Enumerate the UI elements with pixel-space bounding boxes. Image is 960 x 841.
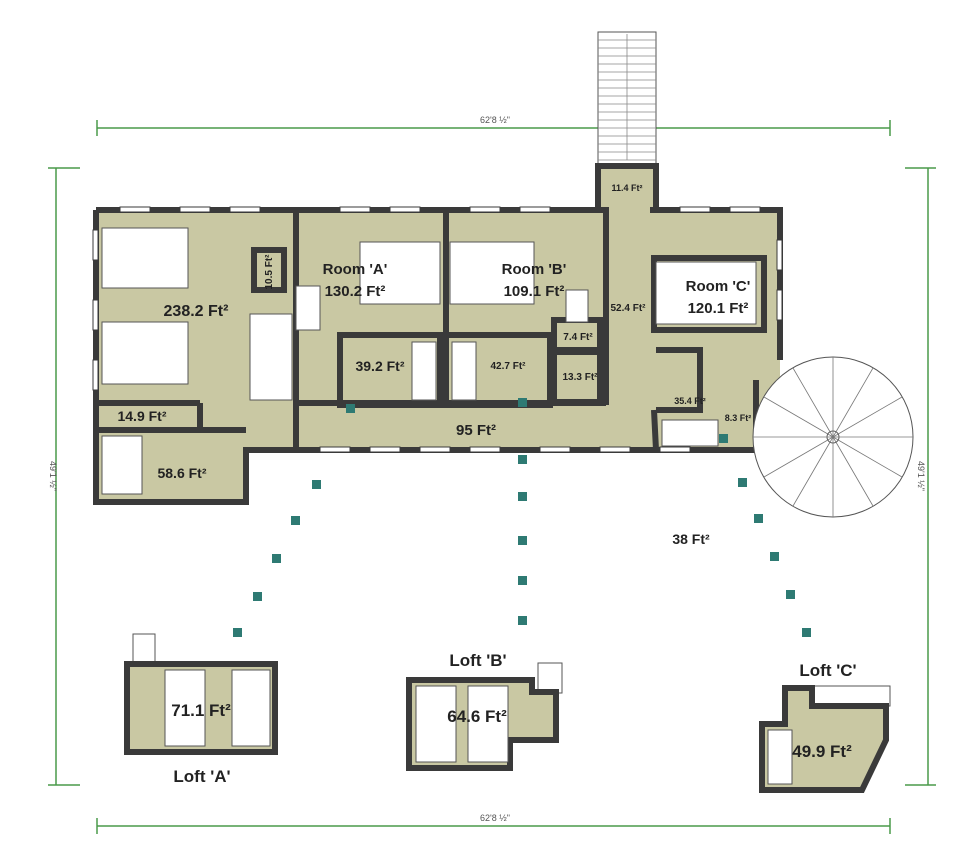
connector-dots bbox=[233, 398, 811, 637]
room-a-area: 130.2 Ft² bbox=[325, 283, 386, 300]
bed-icon bbox=[101, 227, 189, 289]
bed-icon bbox=[101, 321, 189, 385]
room-label-stair-landing: 11.4 Ft² bbox=[611, 183, 642, 193]
loft-b-name: Loft 'B' bbox=[449, 651, 506, 670]
loft-a-area: 71.1 Ft² bbox=[171, 701, 231, 720]
room-label-linen: 14.9 Ft² bbox=[117, 408, 166, 424]
furniture bbox=[101, 227, 757, 495]
room-c-area: 120.1 Ft² bbox=[688, 300, 749, 317]
room-label-closet-small: 10.5 Ft² bbox=[264, 254, 275, 290]
entry-stair bbox=[597, 31, 657, 167]
room-label-bath-a: 39.2 Ft² bbox=[355, 358, 404, 374]
bed-icon bbox=[655, 261, 757, 325]
dimension-right: 49'1 ½" bbox=[916, 461, 926, 491]
stair-small-icon bbox=[565, 289, 589, 323]
windows bbox=[92, 206, 783, 453]
dimension-lines bbox=[48, 120, 936, 834]
stair-small-icon bbox=[295, 285, 321, 331]
room-a-name: Room 'A' bbox=[323, 261, 388, 278]
bed-icon bbox=[359, 241, 441, 305]
shower-icon bbox=[451, 341, 477, 401]
spiral-stair-icon bbox=[752, 356, 914, 518]
room-b-name: Room 'B' bbox=[502, 261, 567, 278]
room-label-closet-c: 8.3 Ft² bbox=[725, 413, 752, 423]
shower-icon bbox=[411, 341, 437, 401]
room-b-area: 109.1 Ft² bbox=[504, 283, 565, 300]
room-label-closet-74: 7.4 Ft² bbox=[563, 332, 593, 343]
room-label-corridor: 95 Ft² bbox=[456, 422, 496, 439]
room-label-bath-c: 35.4 Ft² bbox=[674, 396, 706, 406]
loft-c-area: 49.9 Ft² bbox=[792, 742, 852, 761]
dimension-bottom: 62'8 ½" bbox=[480, 813, 510, 823]
dimension-left: 49'1 ½" bbox=[48, 461, 58, 491]
bathtub-icon bbox=[101, 435, 143, 495]
room-label-deck: 38 Ft² bbox=[672, 531, 710, 547]
bathtub-icon bbox=[661, 419, 719, 447]
loft-b bbox=[406, 662, 563, 771]
dimension-top: 62'8 ½" bbox=[480, 115, 510, 125]
loft-b-area: 64.6 Ft² bbox=[447, 707, 507, 726]
loft-a-name: Loft 'A' bbox=[173, 767, 230, 786]
loft-a bbox=[124, 633, 278, 755]
room-label-main: 238.2 Ft² bbox=[164, 303, 229, 320]
loft-c bbox=[759, 685, 891, 793]
room-c-name: Room 'C' bbox=[686, 278, 751, 295]
room-label-closet-133: 13.3 Ft² bbox=[562, 372, 598, 383]
room-label-bath-b: 42.7 Ft² bbox=[490, 361, 526, 372]
room-label-hall-right: 52.4 Ft² bbox=[610, 303, 646, 314]
bed-icon bbox=[449, 241, 535, 305]
sofa-icon bbox=[249, 313, 293, 401]
room-label-bath-left: 58.6 Ft² bbox=[157, 465, 206, 481]
loft-c-name: Loft 'C' bbox=[799, 661, 856, 680]
